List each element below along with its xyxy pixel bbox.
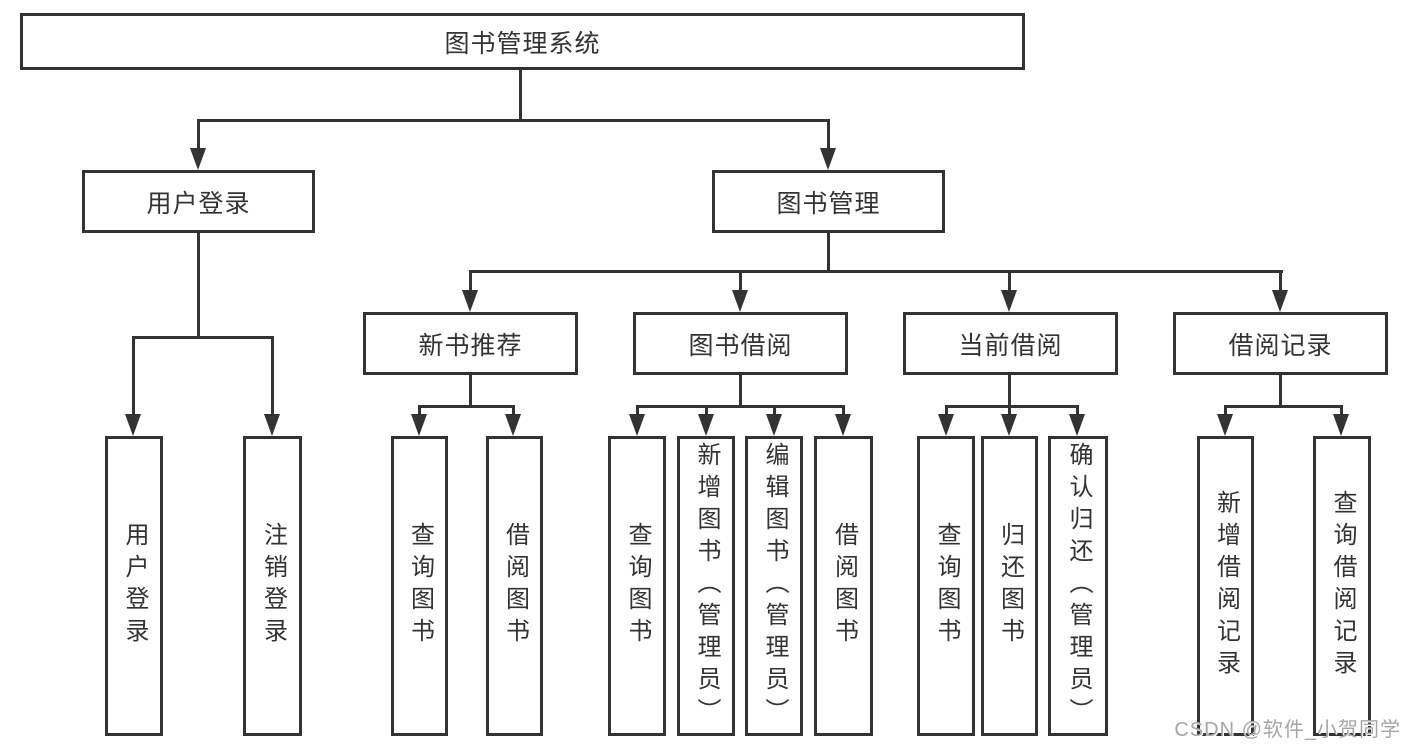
leaf-borrow-books-recommend-label: 借阅图书 (501, 522, 528, 650)
node-borrow-records-label: 借阅记录 (1228, 332, 1333, 360)
node-book-management-label: 图书管理 (776, 190, 881, 218)
arrow-down-icon (835, 414, 851, 436)
leaf-query-books-current-label: 查询图书 (933, 522, 959, 650)
leaf-query-books-borrow: 查询图书 (608, 436, 666, 736)
connector-line (469, 270, 1283, 273)
arrow-down-icon (190, 148, 206, 170)
arrow-down-icon (125, 414, 141, 436)
connector-line (1008, 405, 1011, 415)
leaf-user-login: 用户登录 (105, 436, 163, 736)
node-root-system-label: 图书管理系统 (444, 30, 601, 58)
leaf-query-books-current: 查询图书 (917, 436, 975, 736)
connector-line (418, 405, 515, 408)
connector-line (945, 405, 948, 415)
leaf-borrow-books-label: 借阅图书 (830, 522, 857, 650)
arrow-down-icon (732, 290, 748, 312)
connector-line (132, 336, 135, 416)
connector-line (842, 405, 845, 415)
csdn-watermark: CSDN @软件_小贺同学 (1174, 719, 1401, 741)
connector-line (197, 119, 830, 122)
connector-line (1076, 405, 1079, 415)
connector-line (827, 233, 830, 273)
arrow-down-icon (1069, 414, 1085, 436)
arrow-down-icon (1217, 414, 1233, 436)
connector-line (1008, 375, 1011, 407)
leaf-confirm-return-admin: 确认归还（管理员） (1048, 436, 1108, 736)
connector-line (418, 405, 421, 415)
leaf-query-borrow-record: 查询借阅记录 (1313, 436, 1371, 736)
arrow-down-icon (698, 414, 714, 436)
connector-line (705, 405, 708, 415)
connector-line (739, 375, 742, 407)
leaf-edit-books-admin: 编辑图书（管理员） (745, 436, 803, 736)
leaf-borrow-books: 借阅图书 (814, 436, 873, 736)
connector-line (1008, 270, 1011, 292)
connector-line (773, 405, 776, 415)
node-new-book-recommend: 新书推荐 (363, 312, 578, 375)
leaf-user-login-label: 用户登录 (121, 522, 147, 650)
leaf-query-books-recommend-label: 查询图书 (406, 522, 433, 650)
leaf-add-books-admin: 新增图书（管理员） (677, 436, 735, 736)
arrow-down-icon (1333, 414, 1349, 436)
leaf-query-books-recommend: 查询图书 (391, 436, 448, 736)
connector-line (469, 375, 472, 407)
leaf-logout-label: 注销登录 (259, 522, 286, 650)
leaf-return-books-label: 归还图书 (996, 522, 1023, 650)
connector-line (132, 336, 273, 339)
connector-line (1340, 405, 1343, 415)
node-book-borrow: 图书借阅 (633, 312, 848, 375)
arrow-down-icon (1001, 290, 1017, 312)
connector-line (197, 233, 200, 338)
arrow-down-icon (629, 414, 645, 436)
node-book-management: 图书管理 (712, 170, 945, 233)
leaf-confirm-return-admin-label: 确认归还（管理员） (1065, 442, 1091, 730)
node-book-borrow-label: 图书借阅 (688, 332, 793, 360)
arrow-down-icon (462, 290, 478, 312)
connector-line (739, 270, 742, 292)
arrow-down-icon (411, 414, 427, 436)
connector-line (945, 405, 1079, 408)
connector-line (469, 270, 472, 292)
arrow-down-icon (1001, 414, 1017, 436)
node-current-borrow: 当前借阅 (903, 312, 1118, 375)
arrow-down-icon (820, 148, 836, 170)
connector-line (512, 405, 515, 415)
connector-line (1279, 375, 1282, 407)
arrow-down-icon (766, 414, 782, 436)
connector-line (1224, 405, 1227, 415)
connector-line (1279, 270, 1282, 292)
node-user-login-label: 用户登录 (146, 190, 251, 218)
leaf-add-borrow-record-label: 新增借阅记录 (1212, 490, 1239, 682)
leaf-logout: 注销登录 (243, 436, 302, 736)
node-user-login: 用户登录 (82, 170, 315, 233)
node-borrow-records: 借阅记录 (1173, 312, 1388, 375)
connector-line (519, 70, 522, 122)
leaf-return-books: 归还图书 (981, 436, 1038, 736)
arrow-down-icon (938, 414, 954, 436)
leaf-query-books-borrow-label: 查询图书 (624, 522, 650, 650)
connector-line (197, 119, 200, 150)
leaf-borrow-books-recommend: 借阅图书 (486, 436, 543, 736)
leaf-query-borrow-record-label: 查询借阅记录 (1329, 490, 1355, 682)
node-current-borrow-label: 当前借阅 (958, 332, 1063, 360)
connector-line (636, 405, 844, 408)
arrow-down-icon (505, 414, 521, 436)
connector-line (1224, 405, 1342, 408)
node-new-book-recommend-label: 新书推荐 (418, 332, 523, 360)
node-root-system: 图书管理系统 (20, 13, 1025, 70)
connector-line (827, 119, 830, 150)
arrow-down-icon (1272, 290, 1288, 312)
arrow-down-icon (264, 414, 280, 436)
connector-line (271, 336, 274, 416)
leaf-add-books-admin-label: 新增图书（管理员） (693, 442, 719, 730)
connector-line (636, 405, 639, 415)
leaf-edit-books-admin-label: 编辑图书（管理员） (761, 442, 787, 730)
leaf-add-borrow-record: 新增借阅记录 (1197, 436, 1254, 736)
